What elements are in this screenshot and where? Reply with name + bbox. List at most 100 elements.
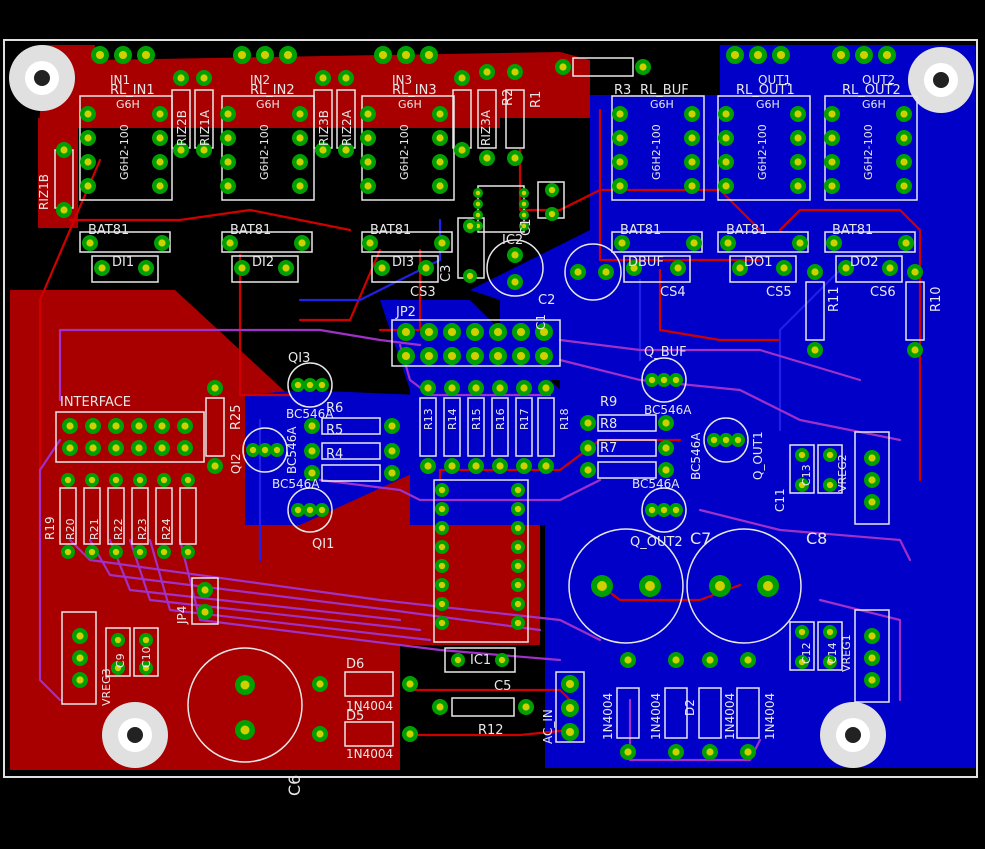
resistor-outline xyxy=(905,281,925,341)
drill-hole xyxy=(826,658,834,666)
label-bc546a-qi3: BC546A xyxy=(286,407,334,421)
label-jp4: JP4 xyxy=(175,606,189,625)
diode-outline xyxy=(736,687,760,739)
diode-outline xyxy=(611,231,703,253)
label-in2: IN2 xyxy=(250,73,270,87)
label-c7: C7 xyxy=(690,529,711,548)
drill-hole xyxy=(602,268,610,276)
drill-hole xyxy=(424,327,434,337)
drill-hole xyxy=(662,466,670,474)
drill-hole xyxy=(181,422,189,430)
drill-hole xyxy=(616,158,624,166)
drill-hole xyxy=(648,376,656,384)
drill-hole xyxy=(548,210,556,218)
drill-hole xyxy=(308,447,316,455)
label-di2: DI2 xyxy=(252,255,274,270)
cap-outline xyxy=(91,255,159,283)
cap-c8-outline xyxy=(686,528,802,644)
drill-hole xyxy=(438,524,446,532)
drill-hole xyxy=(364,134,372,142)
drill-hole xyxy=(60,146,68,154)
drill-hole xyxy=(511,278,519,286)
drill-hole xyxy=(672,506,680,514)
resistor-outline xyxy=(451,697,515,717)
resistor-outline xyxy=(597,461,657,479)
label-do1: DO1 xyxy=(744,255,773,270)
drill-hole xyxy=(868,476,876,484)
drill-hole xyxy=(98,264,106,272)
label-r17: R17 xyxy=(518,408,531,430)
drill-hole xyxy=(496,462,504,470)
drill-hole xyxy=(734,436,742,444)
drill-hole xyxy=(249,446,257,454)
ac-in-outline xyxy=(555,671,585,743)
drill-hole xyxy=(160,476,168,484)
drill-hole xyxy=(559,63,567,71)
drill-hole xyxy=(458,74,466,82)
drill-hole xyxy=(156,134,164,142)
drill-hole xyxy=(542,384,550,392)
drill-hole xyxy=(798,481,806,489)
label-c1: C1 xyxy=(519,219,534,236)
resistor-outline xyxy=(515,397,533,457)
label-r9: R9 xyxy=(600,395,617,410)
drill-hole xyxy=(900,110,908,118)
drill-hole xyxy=(388,447,396,455)
drill-hole xyxy=(224,182,232,190)
drill-hole xyxy=(112,476,120,484)
label-bc546a-qi2: BC546A xyxy=(285,426,299,474)
trace-top xyxy=(298,248,382,322)
drill-hole xyxy=(648,506,656,514)
drill-hole xyxy=(142,636,150,644)
drill-hole xyxy=(84,182,92,190)
label-rl-buf: RL_BUF xyxy=(640,83,689,98)
drill-hole xyxy=(141,50,151,60)
label-c3: C3 xyxy=(439,265,454,282)
drill-hole xyxy=(156,158,164,166)
label-riz2b: RIZ2B xyxy=(175,110,189,146)
label-qi3: QI3 xyxy=(288,351,310,366)
drill-hole xyxy=(521,223,527,229)
drill-hole xyxy=(438,239,446,247)
label-rl-out1: RL_OUT1 xyxy=(736,83,795,98)
label-c4: C1 xyxy=(534,314,548,330)
mounting-hole xyxy=(820,702,886,768)
drill-hole xyxy=(436,134,444,142)
drill-hole xyxy=(201,586,209,594)
drill-hole xyxy=(135,444,143,452)
cap-outline xyxy=(729,255,797,283)
label-r10: R10 xyxy=(929,286,944,312)
label-r3: R3 xyxy=(614,83,631,98)
drill-hole xyxy=(160,548,168,556)
trace-top xyxy=(408,688,572,702)
drill-hole xyxy=(364,110,372,118)
diode-outline xyxy=(717,231,809,253)
mounting-hole xyxy=(9,45,75,111)
trace-both xyxy=(58,328,422,402)
drill-hole xyxy=(672,656,680,664)
drill-hole xyxy=(89,444,97,452)
drill-hole xyxy=(722,158,730,166)
trace-both xyxy=(558,338,862,382)
drill-hole xyxy=(828,182,836,190)
transistor-outline xyxy=(287,487,333,533)
label-r12: R12 xyxy=(478,723,504,738)
resistor-outline xyxy=(597,439,657,457)
trace-top xyxy=(778,208,922,482)
label-relay-type: G6H xyxy=(256,98,280,111)
resistor-outline xyxy=(155,487,173,545)
diode-outline xyxy=(221,231,313,253)
label-r11: R11 xyxy=(827,286,842,312)
label-d6: D6 xyxy=(346,657,364,672)
drill-hole xyxy=(114,636,122,644)
drill-hole xyxy=(240,725,250,735)
vreg-outline xyxy=(854,609,890,703)
drill-hole xyxy=(826,628,834,636)
ic1-outline xyxy=(433,479,529,643)
bottom-pour-mid-left xyxy=(245,390,420,525)
drill-hole xyxy=(868,454,876,462)
drill-hole xyxy=(811,346,819,354)
drill-hole xyxy=(318,506,326,514)
drill-hole xyxy=(472,462,480,470)
drill-hole xyxy=(388,422,396,430)
